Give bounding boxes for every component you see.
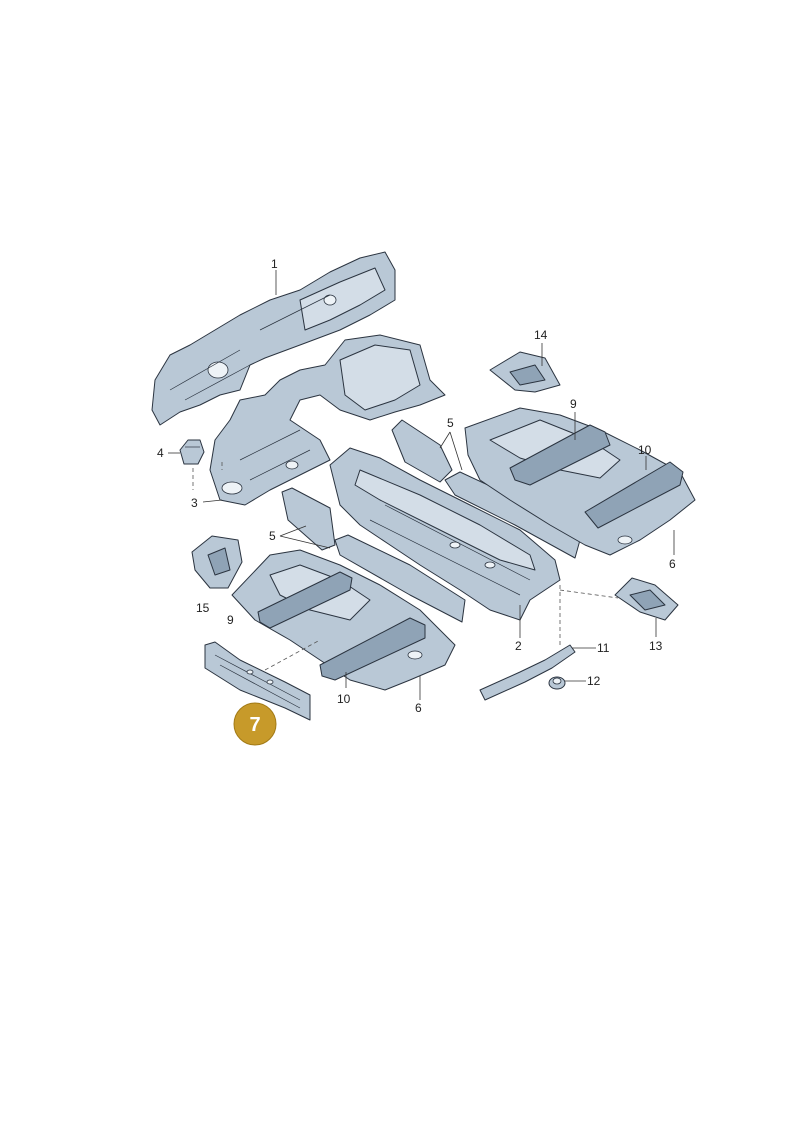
callout-10-left: 10 <box>337 692 351 706</box>
leader-lines <box>168 270 675 700</box>
part-3-front-floor <box>209 334 446 506</box>
part-2-center-tunnel <box>329 447 561 621</box>
callout-9-left: 9 <box>227 613 234 627</box>
callout-15: 15 <box>196 601 210 615</box>
callout-10-right: 10 <box>638 443 652 457</box>
callout-4: 4 <box>157 446 164 460</box>
part-5-lower-bracket <box>281 487 466 623</box>
part-7-badge[interactable]: 7 <box>233 702 277 746</box>
assembly-lines <box>192 462 619 671</box>
part-9-right-crossmember <box>509 424 611 486</box>
callout-14: 14 <box>534 328 548 342</box>
part-13-bracket <box>614 577 679 621</box>
callout-6-right: 6 <box>669 557 676 571</box>
part-14-reinforcement <box>489 351 561 393</box>
part-5-upper-bracket <box>391 419 581 559</box>
callout-labels: 1 2 3 4 5 5 6 6 9 9 10 10 11 12 13 14 15 <box>157 257 676 715</box>
callout-9-right: 9 <box>570 397 577 411</box>
part-10-right-crossmember <box>584 461 684 529</box>
part-15-bracket <box>191 535 243 589</box>
part-12-grommet <box>548 676 566 690</box>
part-4-bracket <box>179 439 205 465</box>
callout-2: 2 <box>515 639 522 653</box>
callout-11: 11 <box>597 641 610 655</box>
part-10-left-crossmember <box>319 617 426 681</box>
part-1-bulkhead <box>151 251 396 426</box>
callout-13: 13 <box>649 639 663 653</box>
callout-6-left: 6 <box>415 701 422 715</box>
callout-12: 12 <box>587 674 601 688</box>
callout-5-lower: 5 <box>269 529 276 543</box>
part-7-rear-crossmember <box>204 641 311 721</box>
callout-5-upper: 5 <box>447 416 454 430</box>
part-11-brace <box>479 644 576 701</box>
callout-1: 1 <box>271 257 278 271</box>
part-9-left-crossmember <box>257 571 353 629</box>
badge-number: 7 <box>249 714 260 736</box>
callout-3: 3 <box>191 496 198 510</box>
badge-circle <box>233 702 277 746</box>
